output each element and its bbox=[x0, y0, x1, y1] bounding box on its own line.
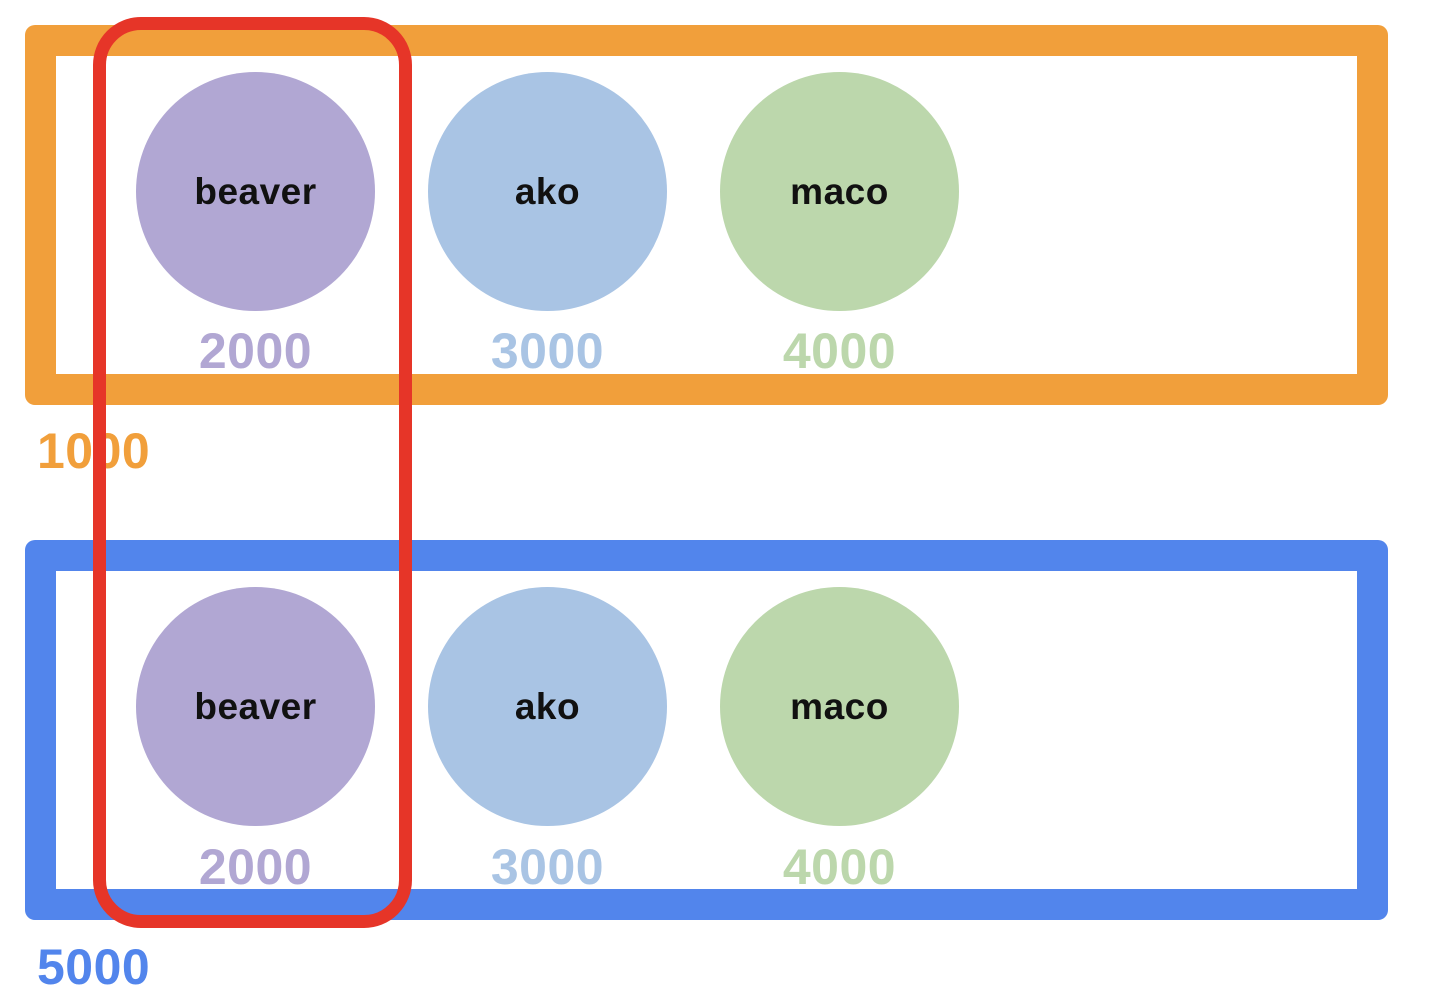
node-beaver: beaver bbox=[136, 587, 375, 826]
node-name: ako bbox=[514, 685, 581, 727]
node-name: maco bbox=[790, 685, 889, 727]
node-value: 4000 bbox=[782, 323, 897, 379]
node-value: 2000 bbox=[198, 839, 313, 895]
group-value-label: 5000 bbox=[37, 939, 151, 995]
node-value: 3000 bbox=[490, 839, 605, 895]
node-value: 3000 bbox=[490, 323, 605, 379]
node-value: 4000 bbox=[782, 839, 897, 895]
node-value: 2000 bbox=[198, 323, 313, 379]
node-maco: maco bbox=[720, 72, 959, 311]
group-box-1000 bbox=[25, 25, 1388, 405]
node-name: ako bbox=[514, 170, 581, 212]
node-name: beaver bbox=[194, 170, 317, 212]
node-maco: maco bbox=[720, 587, 959, 826]
group-box-5000 bbox=[25, 540, 1388, 920]
node-ako: ako bbox=[428, 587, 667, 826]
node-ako: ako bbox=[428, 72, 667, 311]
highlight-beaver-column bbox=[93, 17, 412, 928]
node-name: beaver bbox=[194, 685, 317, 727]
node-beaver: beaver bbox=[136, 72, 375, 311]
node-name: maco bbox=[790, 170, 889, 212]
